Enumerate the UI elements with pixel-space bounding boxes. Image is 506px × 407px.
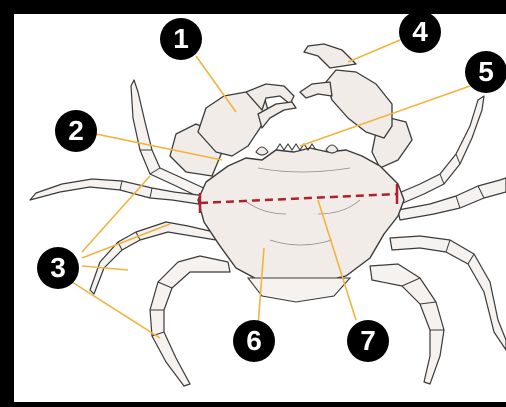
badge-7-number: 7 xyxy=(360,325,376,356)
badge-5: 5 xyxy=(465,51,506,93)
badge-1: 1 xyxy=(160,18,202,60)
badge-3-number: 3 xyxy=(50,252,66,283)
badge-5-number: 5 xyxy=(478,56,494,87)
badge-7: 7 xyxy=(347,320,389,362)
badge-2: 2 xyxy=(55,110,97,152)
badge-3: 3 xyxy=(37,247,79,289)
badge-6-number: 6 xyxy=(246,325,262,356)
badge-1-number: 1 xyxy=(173,23,189,54)
badge-2-number: 2 xyxy=(68,115,84,146)
badge-6: 6 xyxy=(233,320,275,362)
badge-4-number: 4 xyxy=(412,16,428,47)
badge-4: 4 xyxy=(399,11,441,53)
